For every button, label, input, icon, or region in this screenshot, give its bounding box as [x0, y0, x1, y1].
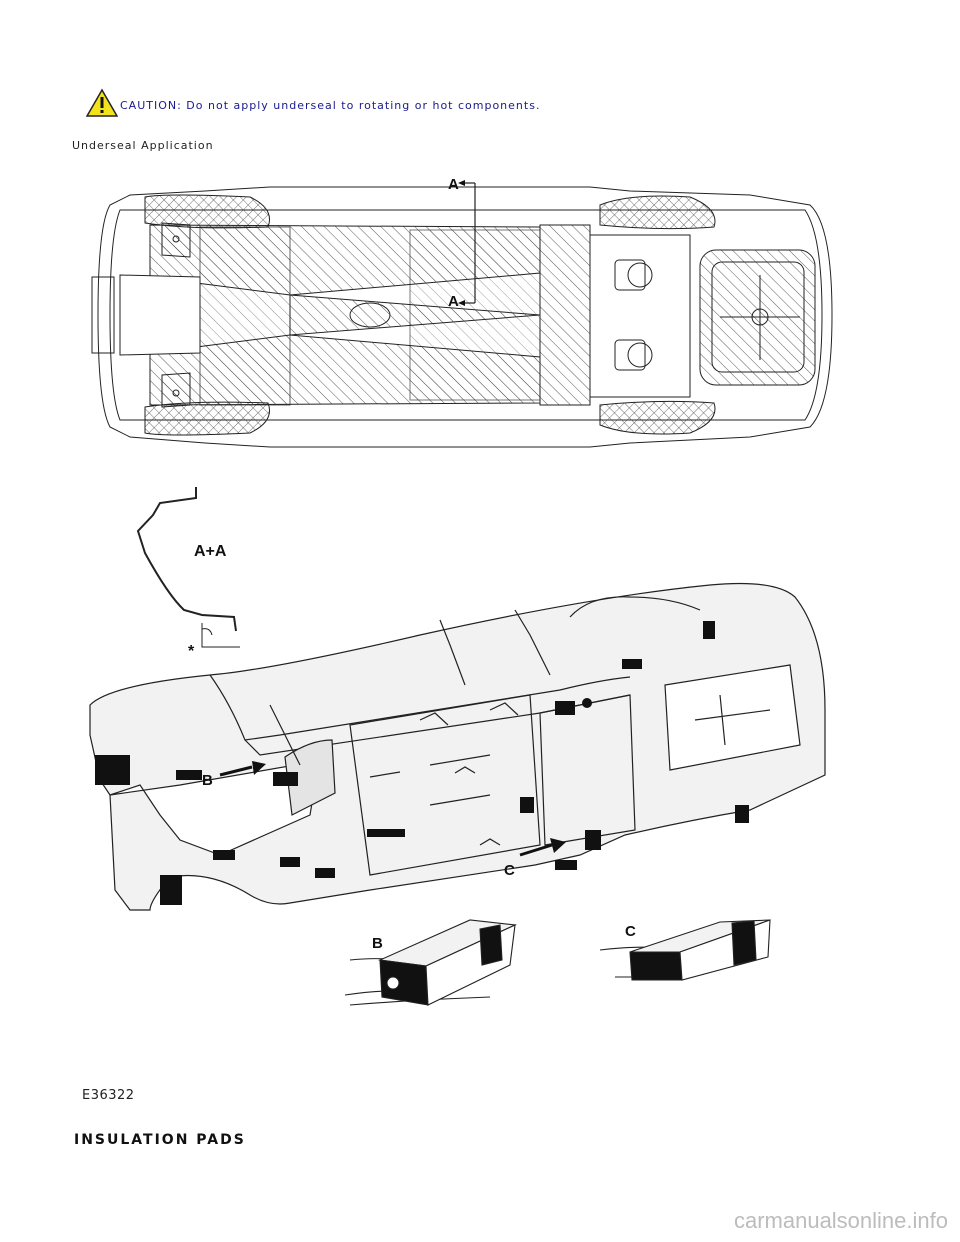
- warning-triangle-icon: [86, 88, 118, 117]
- asterisk-marker: *: [188, 643, 195, 660]
- callout-arrows: [219, 761, 566, 857]
- section-title: INSULATION PADS: [74, 1132, 246, 1148]
- detail-label-c: C: [625, 923, 636, 940]
- insulation-pads: [95, 621, 749, 905]
- detail-label-b: B: [372, 935, 383, 952]
- caution-note: CAUTION: Do not apply underseal to rotat…: [86, 86, 540, 118]
- underbody-plan-view: [91, 180, 833, 448]
- caution-text: CAUTION: Do not apply underseal to rotat…: [120, 99, 541, 112]
- underseal-diagram: A A A+A *: [89, 176, 833, 1006]
- callout-label-b: B: [202, 772, 213, 789]
- callout-label-c: C: [504, 862, 515, 879]
- section-label-a-top: A: [448, 176, 459, 193]
- section-label-a-a: A+A: [194, 543, 227, 560]
- figure-code: E36322: [82, 1088, 135, 1103]
- section-profile-a-a: [136, 487, 240, 648]
- watermark: carmanualsonline.info: [733, 1208, 948, 1233]
- detail-c: [599, 919, 771, 981]
- section-subheading: Underseal Application: [72, 139, 214, 152]
- detail-b: [344, 919, 518, 1006]
- section-label-a-bottom: A: [448, 293, 459, 310]
